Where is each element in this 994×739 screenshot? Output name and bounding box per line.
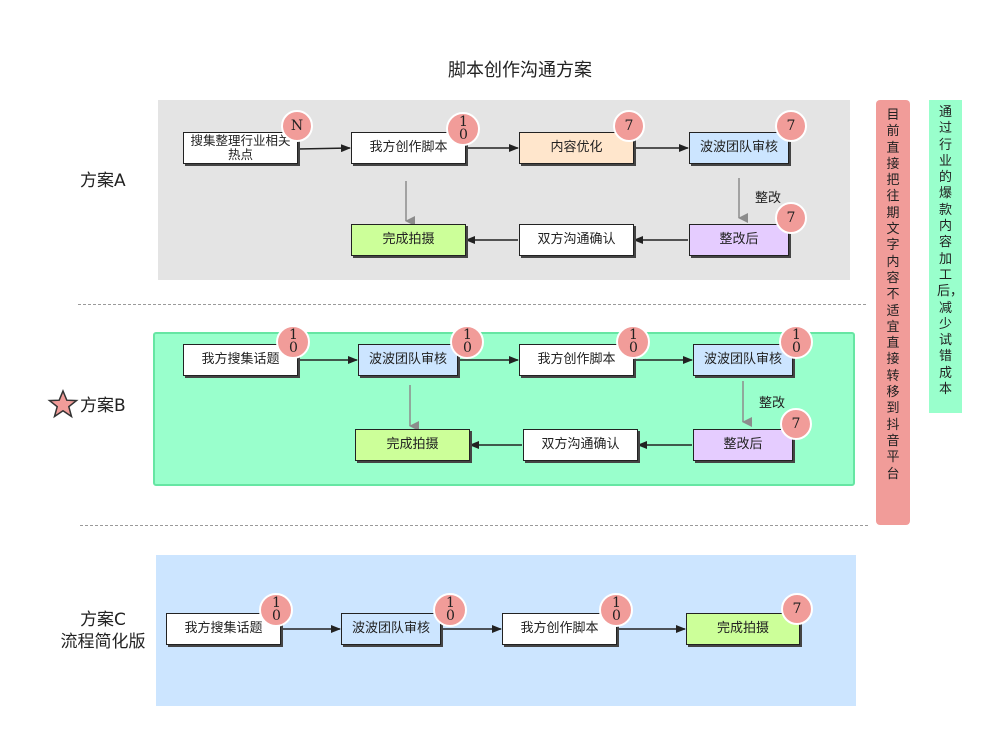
badge-b-review2: 10 [779, 325, 813, 359]
badge-b-review2-text: 10 [792, 327, 801, 356]
badge-b-review1: 10 [450, 325, 484, 359]
badge-c-script-text: 10 [612, 595, 621, 624]
badge-c-search: 10 [259, 593, 293, 627]
note-right-vertical: 通过行业的爆款内容加工后，减少试错成本 [929, 100, 963, 413]
node-b-confirm: 双方沟通确认 [523, 429, 638, 461]
node-b-search: 我方搜集话题 [183, 344, 298, 376]
scheme-b-label: 方案B [80, 396, 126, 416]
scheme-a-label: 方案A [80, 171, 126, 191]
node-b-shoot: 完成拍摄 [355, 429, 470, 461]
node-a-shoot: 完成拍摄 [351, 224, 466, 256]
badge-b-revised: 7 [780, 408, 812, 440]
node-c-review: 波波团队审核 [341, 613, 441, 645]
node-b-revised: 整改后 [693, 429, 793, 461]
badge-a-script-text: 10 [459, 114, 468, 143]
badge-a-optimize: 7 [613, 110, 645, 142]
node-c-shoot: 完成拍摄 [686, 613, 800, 645]
scheme-c-label-line2: 流程简化版 [60, 632, 146, 652]
divider-ab [78, 304, 866, 305]
node-a-revised: 整改后 [689, 224, 789, 256]
note-left-vertical: 目前直接把往期文字内容不适宜直接转移到抖音平台 [876, 100, 910, 525]
badge-c-review-text: 10 [446, 595, 455, 624]
node-a-optimize: 内容优化 [519, 132, 634, 164]
star-icon [47, 389, 79, 419]
node-c-script: 我方创作脚本 [502, 613, 617, 645]
badge-b-script: 10 [616, 325, 650, 359]
node-b-review2: 波波团队审核 [693, 344, 793, 376]
edge-label-b-rectify: 整改 [759, 396, 786, 411]
node-b-script: 我方创作脚本 [519, 344, 634, 376]
badge-c-script: 10 [599, 593, 633, 627]
badge-b-script-text: 10 [629, 327, 638, 356]
scheme-c-label-line1: 方案C [80, 610, 126, 630]
badge-a-revised: 7 [775, 202, 807, 234]
diagram-title: 脚本创作沟通方案 [448, 60, 592, 81]
badge-a-review: 7 [775, 110, 807, 142]
badge-b-review1-text: 10 [463, 327, 472, 356]
divider-bc [80, 525, 868, 526]
badge-c-search-text: 10 [272, 595, 281, 624]
node-a-collect: 搜集整理行业相关热点 [183, 132, 298, 164]
scheme-c-label: 方案C 流程简化版 [58, 609, 148, 653]
badge-a-script: 10 [446, 112, 480, 146]
node-b-review1: 波波团队审核 [358, 344, 458, 376]
edge-label-a-rectify: 整改 [755, 191, 782, 206]
node-a-review: 波波团队审核 [689, 132, 789, 164]
badge-c-shoot: 7 [781, 593, 813, 625]
arrow-a-collect-script [297, 144, 351, 153]
badge-a-collect: N [281, 110, 313, 142]
node-a-confirm: 双方沟通确认 [519, 224, 634, 256]
badge-c-review: 10 [433, 593, 467, 627]
badge-b-search: 10 [276, 325, 310, 359]
node-a-script: 我方创作脚本 [351, 132, 466, 164]
badge-b-search-text: 10 [289, 327, 298, 356]
